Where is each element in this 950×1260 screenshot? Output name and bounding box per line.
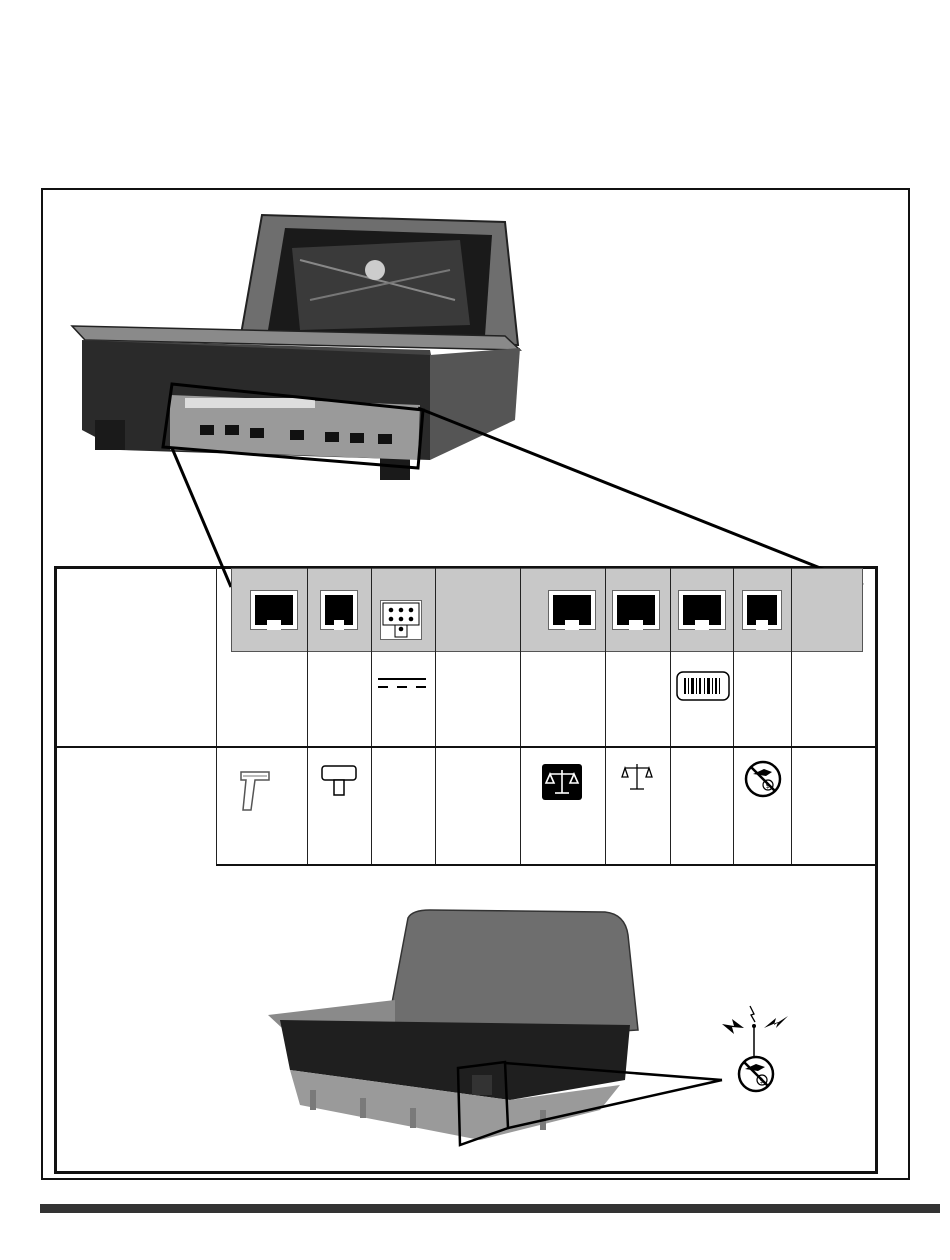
eas-antenna-icon: $: [718, 1004, 796, 1096]
